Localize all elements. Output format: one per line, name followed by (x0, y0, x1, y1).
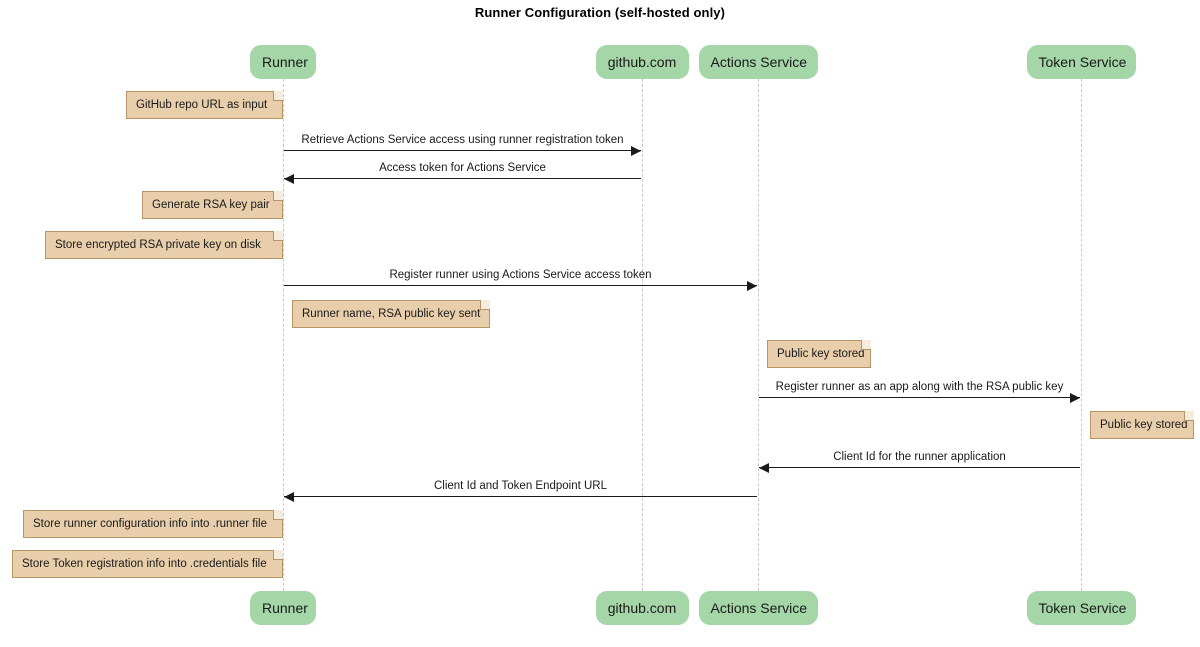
message-label: Client Id for the runner application (833, 451, 1006, 463)
participant-github-com-bottom[interactable]: github.com (595, 591, 689, 625)
participant-label: github.com (607, 54, 677, 70)
note-generate-rsa[interactable]: Generate RSA key pair (142, 191, 283, 219)
message-label: Register runner as an app along with the… (775, 381, 1064, 393)
note-public-key-stored-2[interactable]: Public key stored (1090, 411, 1194, 439)
message-label: Client Id and Token Endpoint URL (433, 480, 608, 492)
message-label: Access token for Actions Service (379, 162, 546, 174)
note-text: Store Token registration info into .cred… (22, 558, 267, 570)
note-runner-name-pubkey[interactable]: Runner name, RSA public key sent (292, 300, 490, 328)
arrowhead-right-icon (631, 145, 641, 156)
lifeline-runner (283, 79, 284, 591)
lifeline-token-service (1081, 79, 1082, 591)
note-text: Store runner configuration info into .ru… (33, 518, 267, 530)
participant-github-com-top[interactable]: github.com (595, 45, 689, 79)
arrowhead-right-icon (747, 280, 757, 291)
message-line (759, 467, 1080, 468)
message-line (759, 397, 1080, 398)
note-corner-fold-icon (273, 550, 283, 560)
note-corner-fold-icon (273, 510, 283, 520)
arrowhead-left-icon (284, 173, 294, 184)
note-corner-fold-icon (861, 340, 871, 350)
note-store-private-key[interactable]: Store encrypted RSA private key on disk (45, 231, 283, 259)
message-line (284, 285, 757, 286)
note-text: Store encrypted RSA private key on disk (55, 239, 261, 251)
message-line (284, 178, 641, 179)
note-text: Public key stored (1100, 419, 1188, 431)
note-corner-fold-icon (273, 91, 283, 101)
note-corner-fold-icon (273, 231, 283, 241)
participant-label: Token Service (1038, 54, 1127, 70)
participant-label: Runner (262, 600, 308, 616)
diagram-title: Runner Configuration (self-hosted only) (474, 5, 726, 20)
note-corner-fold-icon (273, 191, 283, 201)
participant-runner-bottom[interactable]: Runner (250, 591, 316, 625)
note-public-key-stored-1[interactable]: Public key stored (767, 340, 871, 368)
note-github-repo-url[interactable]: GitHub repo URL as input (126, 91, 283, 119)
arrowhead-left-icon (284, 491, 294, 502)
participant-label: Runner (262, 54, 308, 70)
participant-actions-service-top[interactable]: Actions Service (698, 45, 818, 79)
note-corner-fold-icon (1184, 411, 1194, 421)
message-line (284, 150, 641, 151)
participant-runner-top[interactable]: Runner (250, 45, 316, 79)
note-text: Public key stored (777, 348, 865, 360)
message-label: Register runner using Actions Service ac… (389, 269, 652, 281)
participant-label: github.com (607, 600, 677, 616)
note-corner-fold-icon (480, 300, 490, 310)
note-text: Runner name, RSA public key sent (302, 308, 481, 320)
participant-label: Actions Service (710, 54, 807, 70)
arrowhead-right-icon (1070, 392, 1080, 403)
lifeline-actions-service (758, 79, 759, 591)
participant-label: Actions Service (710, 600, 807, 616)
participant-token-service-bottom[interactable]: Token Service (1026, 591, 1136, 625)
lifeline-github-com (642, 79, 643, 591)
message-line (284, 496, 757, 497)
arrowhead-left-icon (759, 462, 769, 473)
participant-token-service-top[interactable]: Token Service (1026, 45, 1136, 79)
message-label: Retrieve Actions Service access using ru… (301, 134, 624, 146)
participant-actions-service-bottom[interactable]: Actions Service (698, 591, 818, 625)
note-text: GitHub repo URL as input (136, 99, 268, 111)
note-store-token-reg[interactable]: Store Token registration info into .cred… (12, 550, 283, 578)
participant-label: Token Service (1038, 600, 1127, 616)
note-store-runner-config[interactable]: Store runner configuration info into .ru… (23, 510, 283, 538)
note-text: Generate RSA key pair (152, 199, 270, 211)
